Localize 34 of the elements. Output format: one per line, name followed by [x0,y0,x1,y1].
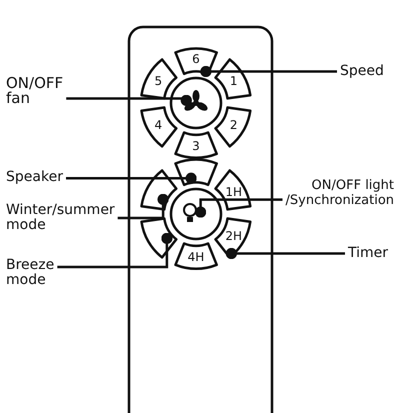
remote-button [140,58,178,100]
remote-button [214,58,252,100]
callout-label: Speed [340,64,384,79]
button-label: 4 [154,118,162,131]
button-label: 2H [225,230,242,242]
remote-button [140,216,178,259]
round-button [170,188,222,240]
leader-line [66,94,192,106]
button-label: 6 [192,53,200,66]
callout-label: Winter/summer mode [6,203,115,233]
leader-line [194,198,282,218]
remote-button [174,131,218,160]
leader-line [226,248,345,260]
button-label: 5 [154,75,162,88]
button-label: 3 [192,140,200,152]
leader-line [118,194,169,220]
button-label: 1H [225,186,242,198]
remote-button [174,46,218,75]
leader-line [200,66,337,78]
leader-line [57,232,173,268]
button-label: 4H [188,251,204,264]
button-label: 2 [230,118,238,131]
remote-button [214,106,252,148]
callout-label: Timer [348,246,388,261]
callout-label: ON/OFF fan [6,76,64,106]
leader-line [66,172,197,184]
callout-label: Speaker [6,170,63,185]
round-button [170,77,222,129]
remote-button [174,242,218,270]
button-label: 1 [230,75,238,88]
callout-label: Breeze mode [6,258,54,288]
remote-button [140,106,178,148]
remote-button [174,158,218,186]
callout-label: ON/OFF light /Synchronization [286,178,394,208]
